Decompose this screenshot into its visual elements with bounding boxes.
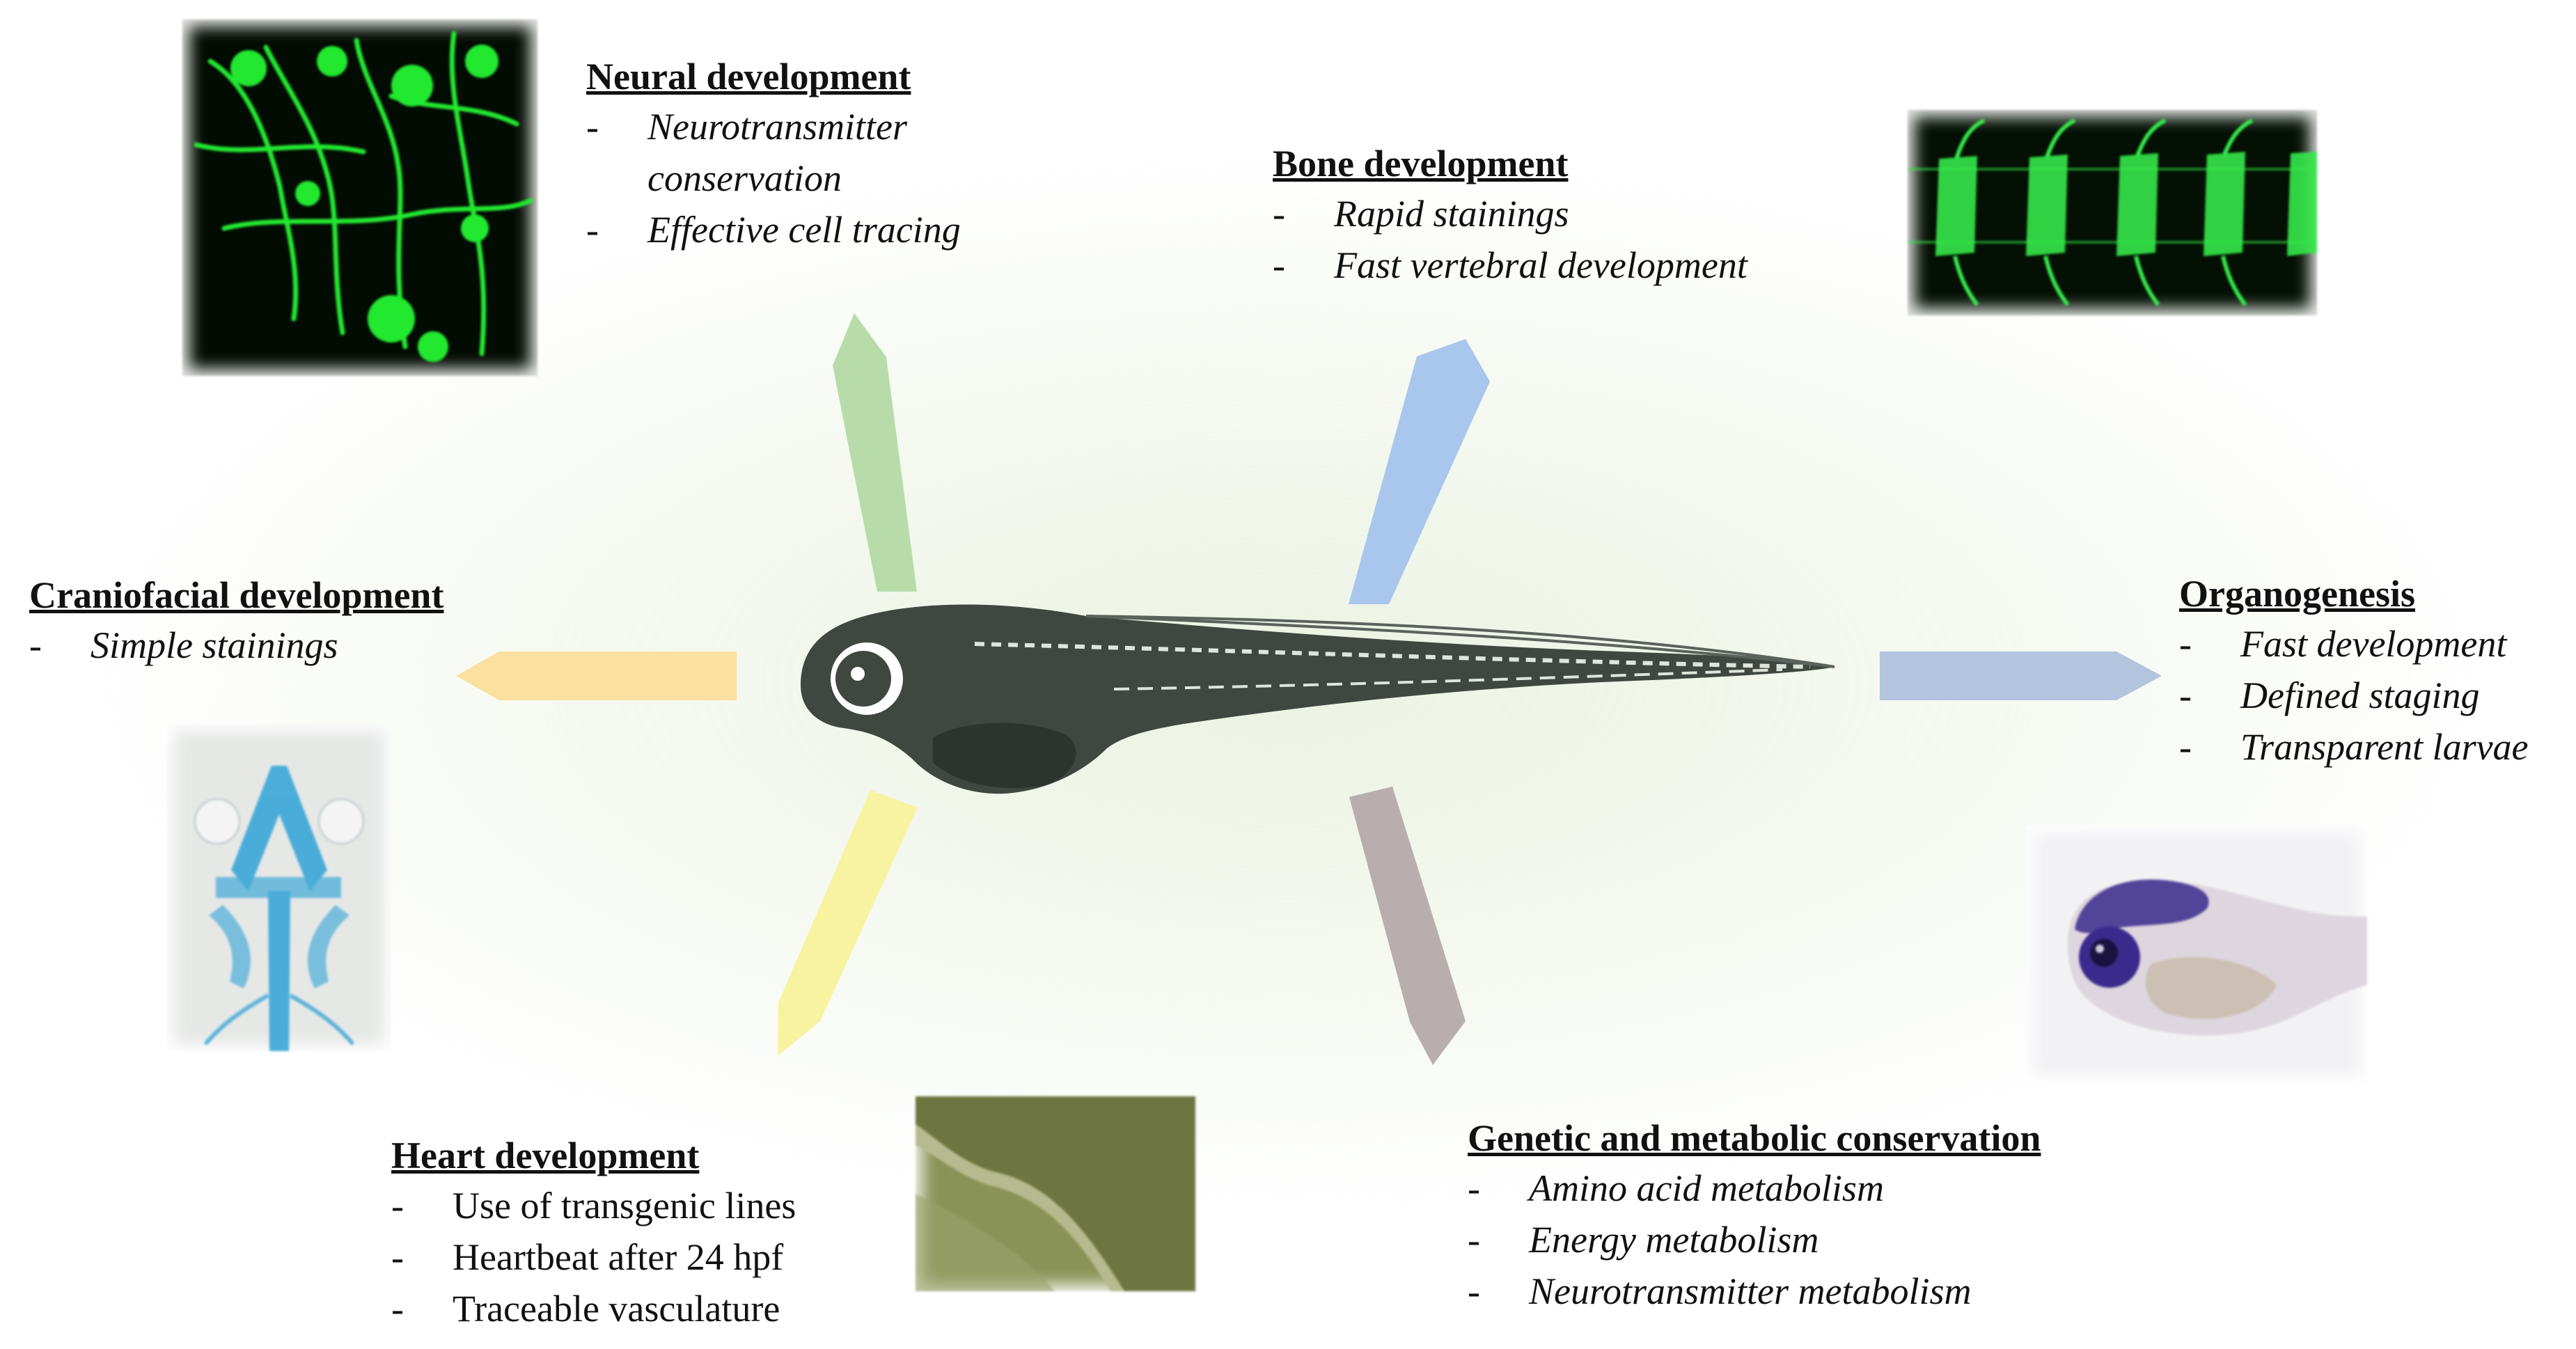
- heart-micrograph-image: [916, 1096, 1195, 1291]
- neurons-fluorescence-image: [182, 19, 537, 376]
- genetic-arrow: [1349, 787, 1466, 1065]
- neural-arrow: [833, 313, 917, 592]
- organogenesis-item-2: Defined staging: [2179, 670, 2529, 721]
- bone-item-2: Fast vertebral development: [1273, 239, 1748, 291]
- genetic-metabolic-conservation-block: Genetic and metabolic conservation Amino…: [1468, 1114, 2041, 1317]
- zebrafish-larva: [801, 604, 1835, 794]
- fish-pupil: [835, 651, 891, 707]
- fish-fin-dorsal: [1085, 615, 1835, 668]
- heart-development-title: Heart development: [391, 1135, 700, 1176]
- craniofacial-arrow: [456, 652, 737, 700]
- bone-item-1: Rapid stainings: [1273, 188, 1748, 239]
- heart-drawing: [916, 1096, 1195, 1291]
- larva-in-situ-image: [2026, 825, 2367, 1082]
- cartilage-drawing: [194, 766, 365, 1051]
- organogenesis-arrow: [1880, 652, 2162, 700]
- organogenesis-title: Organogenesis: [2179, 573, 2416, 615]
- bone-development-block: Bone development Rapid stainings Fast ve…: [1273, 139, 1748, 291]
- craniofacial-item-1: Simple stainings: [29, 620, 443, 671]
- heart-development-block: Heart development Use of transgenic line…: [391, 1131, 796, 1334]
- neural-development-block: Neural development Neurotransmitter cons…: [586, 52, 975, 255]
- craniofacial-development-block: Craniofacial development Simple staining…: [29, 571, 443, 671]
- bone-arrow: [1349, 339, 1490, 604]
- genetic-metabolic-conservation-title: Genetic and metabolic conservation: [1468, 1117, 2041, 1159]
- bone-development-title: Bone development: [1273, 143, 1569, 184]
- fish-yolk: [933, 723, 1076, 789]
- genetic-item-1: Amino acid metabolism: [1468, 1162, 2041, 1214]
- cartilage-staining-image: [167, 724, 391, 1051]
- heart-item-1: Use of transgenic lines: [391, 1180, 796, 1231]
- neural-development-title: Neural development: [586, 56, 911, 97]
- neural-item-2: Effective cell tracing: [586, 204, 975, 255]
- genetic-item-2: Energy metabolism: [1468, 1214, 2041, 1265]
- fish-gut-line: [1113, 668, 1783, 691]
- heart-item-2: Heartbeat after 24 hpf: [391, 1231, 796, 1283]
- organogenesis-item-3: Transparent larvae: [2179, 721, 2529, 773]
- organogenesis-item-1: Fast development: [2179, 618, 2529, 670]
- heart-arrow: [778, 790, 918, 1056]
- heart-item-3: Traceable vasculature: [391, 1283, 796, 1334]
- larva-drawing: [2068, 879, 2367, 1036]
- craniofacial-development-title: Craniofacial development: [29, 574, 444, 616]
- genetic-item-3: Neurotransmitter metabolism: [1468, 1265, 2041, 1317]
- fish-eye-highlight: [851, 667, 865, 681]
- neural-item-1: Neurotransmitter conservation: [586, 101, 975, 204]
- organogenesis-block: Organogenesis Fast development Defined s…: [2179, 569, 2529, 773]
- vertebrae-drawing: [1908, 118, 2317, 306]
- vertebrae-fluorescence-image: [1908, 110, 2317, 315]
- neurons-drawing: [194, 31, 533, 362]
- fish-notochord: [974, 642, 1811, 669]
